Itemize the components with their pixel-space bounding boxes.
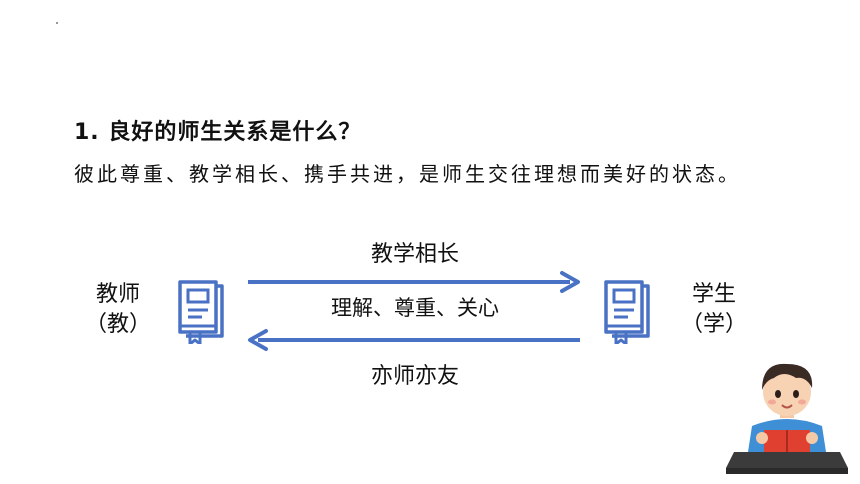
student-label-line2: （学） [680,312,747,337]
book-icon [178,280,224,344]
teacher-label-line2: （教） [84,312,151,337]
student-label-line1: 学生 [691,282,736,307]
book-icon [604,280,650,344]
arrow-bottom-label: 亦师亦友 [370,364,459,389]
student-reading-illustration [726,363,848,474]
teacher-label: 教师 （教） [82,280,154,340]
question-answer: 彼此尊重、教学相长、携手共进，是师生交往理想而美好的状态。 [74,162,741,186]
slide-dot [56,22,58,24]
arrow-left [248,329,580,351]
arrow-top-label: 教学相长 [370,242,459,267]
arrow-middle-label: 理解、尊重、关心 [331,296,499,320]
student-label: 学生 （学） [678,280,750,340]
teacher-label-line1: 教师 [95,282,140,307]
arrow-right [248,271,580,293]
question-title: 1. 良好的师生关系是什么？ [74,120,362,145]
